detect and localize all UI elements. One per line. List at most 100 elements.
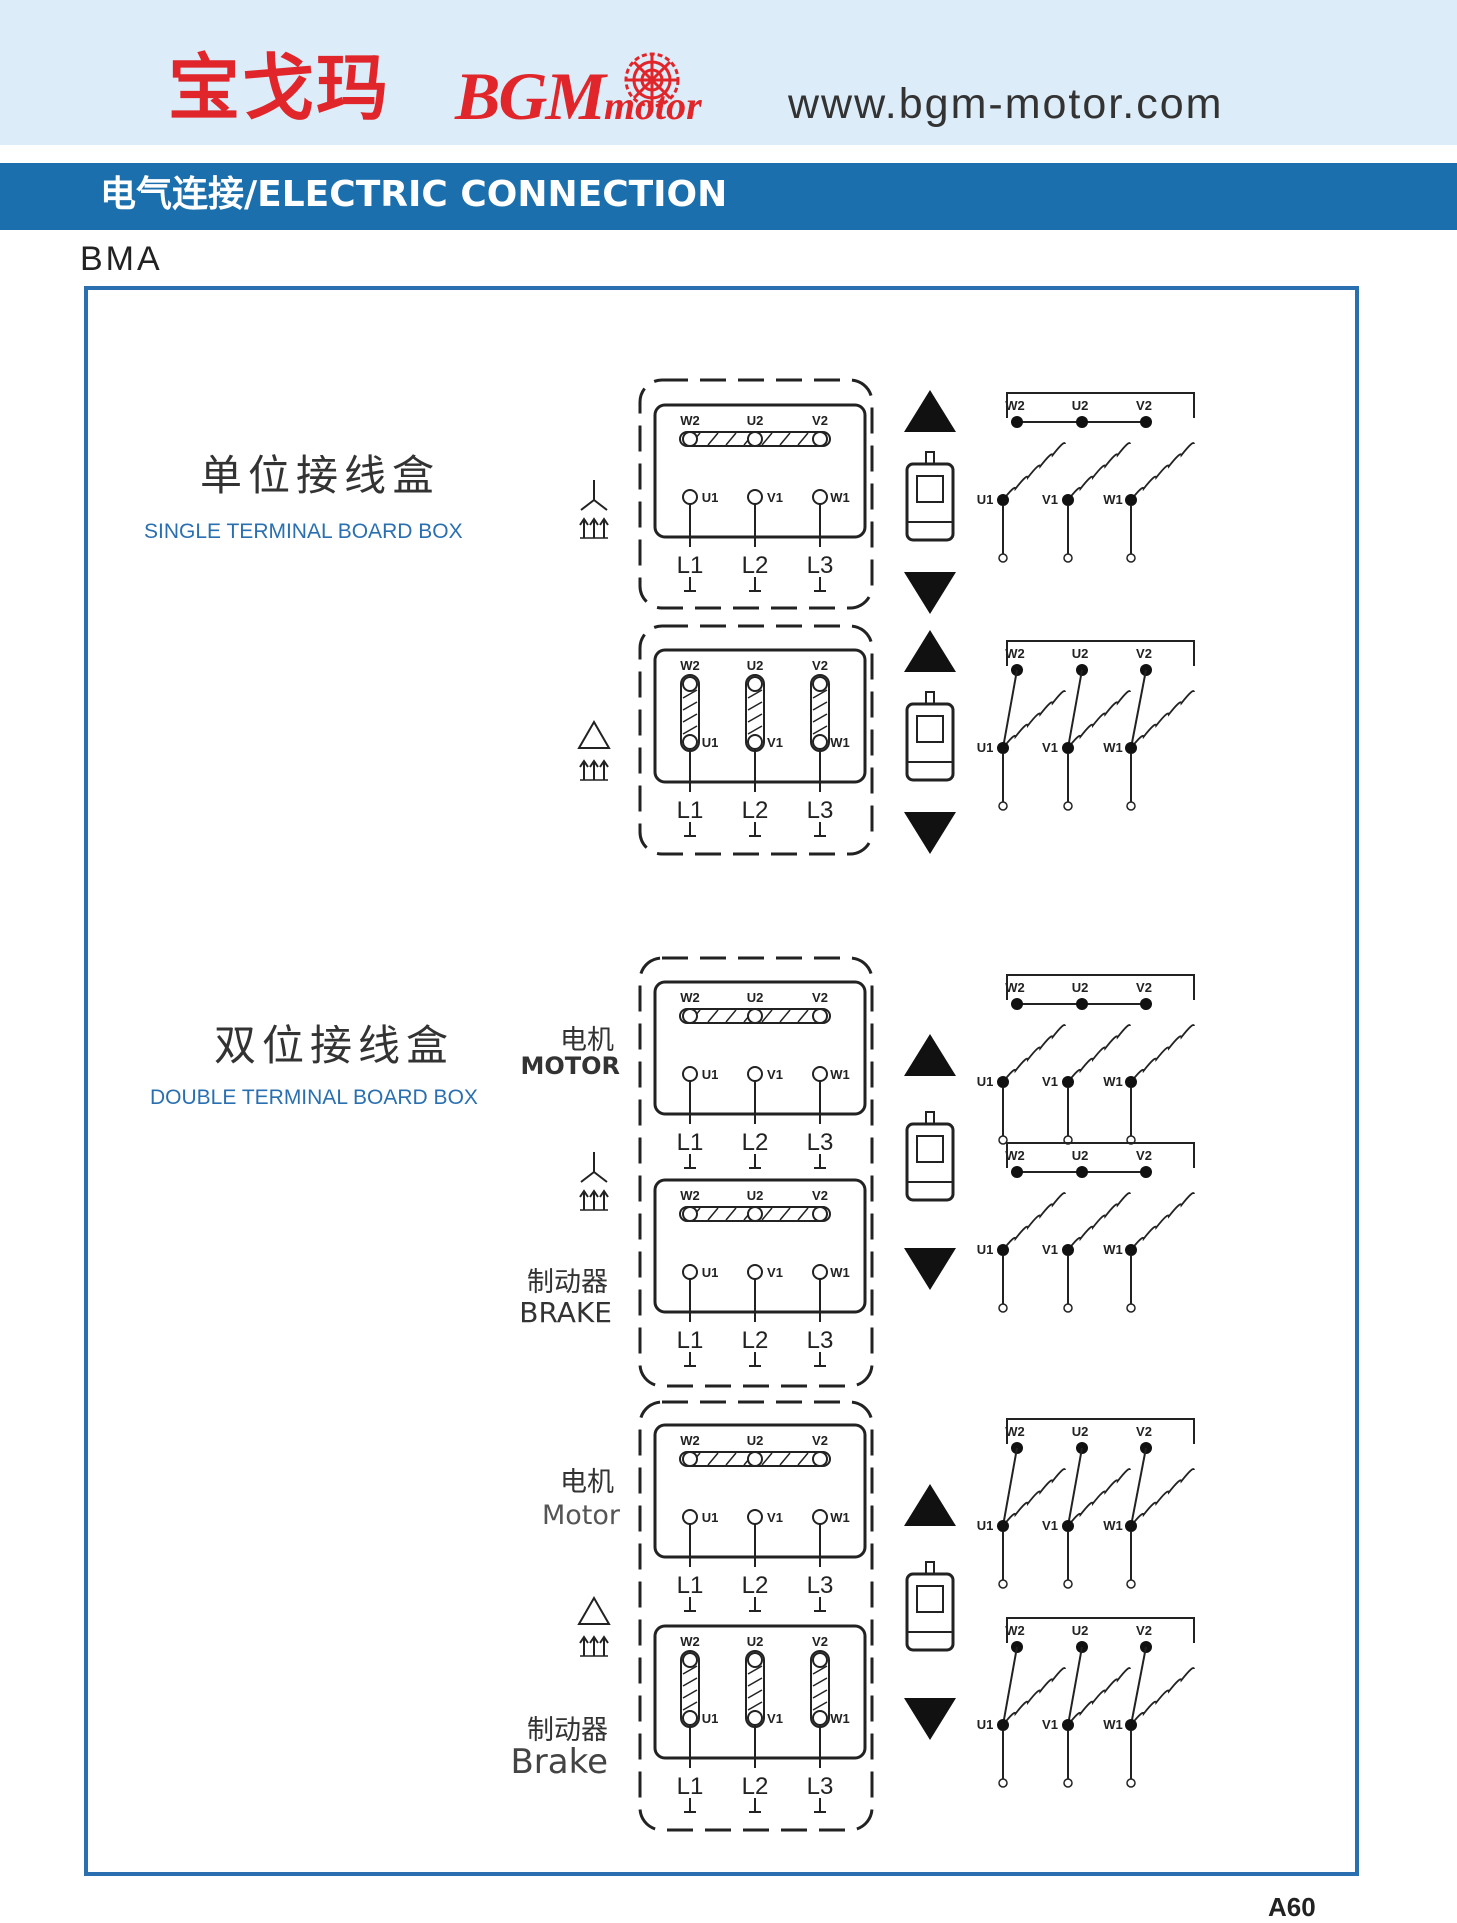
ground-tick: [814, 1352, 826, 1367]
bar-hatch: [707, 1207, 719, 1221]
winding-node: [997, 1520, 1009, 1532]
ground-tick: [814, 1154, 826, 1169]
winding-label-top: V2: [1136, 980, 1152, 995]
ground-tick: [814, 1798, 826, 1813]
supply-arrow-icon: [579, 1635, 589, 1656]
bar-hatch: [812, 1689, 828, 1699]
bar-hatch: [747, 689, 763, 699]
rotation-up-arrow-icon: [904, 1034, 956, 1076]
terminal-board: [653, 403, 867, 539]
terminal-label-bottom: V1: [767, 1711, 783, 1726]
ground-tick: [814, 822, 826, 837]
ground-tick: [684, 577, 696, 592]
rotation-down-arrow-icon: [904, 1698, 956, 1740]
winding-label-bottom: W1: [1103, 1074, 1123, 1089]
terminal-stud: [812, 676, 828, 692]
rotation-down-arrow-icon: [904, 812, 956, 854]
line-label: L3: [807, 1327, 834, 1354]
terminal-label-top: U2: [747, 1188, 764, 1203]
bar-hatch: [812, 725, 828, 735]
winding-coil: [1067, 690, 1131, 749]
delta-link: [1067, 1646, 1083, 1726]
delta-link: [1067, 1447, 1083, 1527]
brake2-label-en: Brake: [510, 1742, 608, 1782]
ground-tick: [749, 1597, 761, 1612]
winding-coil: [1002, 1468, 1066, 1527]
winding-label-top: U2: [1072, 1623, 1089, 1638]
bar-hatch: [812, 689, 828, 699]
bar-hatch: [682, 1665, 698, 1675]
terminal-stud: [682, 1509, 698, 1525]
bar-hatch: [812, 1701, 828, 1711]
winding-node: [1140, 998, 1152, 1010]
bar-hatch: [707, 1452, 719, 1466]
rotation-down-arrow-icon: [904, 572, 956, 614]
bar-hatch: [747, 701, 763, 711]
page-header: [0, 0, 1457, 145]
winding-label-bottom: W1: [1103, 740, 1123, 755]
terminal-label-top: V2: [812, 1634, 828, 1649]
winding-node: [1140, 1166, 1152, 1178]
terminal-stud: [747, 431, 763, 447]
winding-label-bottom: U1: [977, 1242, 994, 1257]
supply-arrow-icon: [589, 517, 599, 538]
terminal-label-bottom: V1: [767, 1067, 783, 1082]
ground-tick: [749, 822, 761, 837]
motor-window: [916, 715, 944, 743]
winding-node: [997, 1244, 1009, 1256]
winding-label-bottom: U1: [977, 492, 994, 507]
motor-label-en: MOTOR: [520, 1052, 620, 1080]
winding-node: [997, 742, 1009, 754]
terminal-box-outline: [638, 1400, 874, 1832]
motor-window: [916, 1135, 944, 1163]
winding-terminal: [1063, 801, 1073, 811]
terminal-stud: [747, 734, 763, 750]
winding-node: [1076, 998, 1088, 1010]
supply-arrow-icon: [599, 1189, 609, 1210]
terminal-label-top: U2: [747, 413, 764, 428]
model-label: BMA: [80, 240, 163, 278]
terminal-label-top: W2: [680, 990, 700, 1005]
winding-label-top: V2: [1136, 1148, 1152, 1163]
terminal-stud: [812, 1008, 828, 1024]
ground-tick: [684, 1597, 696, 1612]
brake-label-cn: 制动器: [527, 1267, 608, 1298]
terminal-board: [653, 1624, 867, 1760]
delta-symbol-icon: [577, 719, 611, 749]
winding-node: [997, 494, 1009, 506]
winding-node: [1125, 1719, 1137, 1731]
winding-frame: [1006, 640, 1195, 666]
terminal-label-top: V2: [812, 1433, 828, 1448]
winding-label-bottom: U1: [977, 1717, 994, 1732]
winding-label-top: W2: [1005, 980, 1025, 995]
bar-hatch: [682, 1677, 698, 1687]
ground-tick: [684, 822, 696, 837]
bar-hatch: [779, 1207, 791, 1221]
winding-coil: [1130, 442, 1195, 501]
rotation-up-arrow-icon: [904, 1484, 956, 1526]
supply-arrow-icon: [579, 759, 589, 780]
terminal-label-bottom: V1: [767, 1265, 783, 1280]
winding-node: [1011, 998, 1023, 1010]
star-symbol-icon: [580, 480, 608, 511]
winding-node: [997, 1719, 1009, 1731]
terminal-label-top: W2: [680, 1634, 700, 1649]
terminal-stud: [682, 1264, 698, 1280]
winding-coil: [1130, 1024, 1195, 1083]
winding-label-bottom: V1: [1042, 1242, 1058, 1257]
line-label: L2: [742, 797, 769, 824]
delta-link: [1130, 669, 1147, 749]
ground-tick: [749, 577, 761, 592]
line-label: L3: [807, 552, 834, 579]
winding-coil: [1067, 1468, 1131, 1527]
terminal-label-top: W2: [680, 1188, 700, 1203]
bar-hatch: [812, 701, 828, 711]
line-label: L1: [677, 552, 704, 579]
delta-link: [1002, 1447, 1018, 1527]
brake-label-en: BRAKE: [519, 1296, 612, 1329]
terminal-label-bottom: U1: [702, 490, 719, 505]
bar-hatch: [761, 1009, 773, 1023]
winding-node: [1062, 494, 1074, 506]
winding-label-top: U2: [1072, 398, 1089, 413]
line-label: L1: [677, 1129, 704, 1156]
